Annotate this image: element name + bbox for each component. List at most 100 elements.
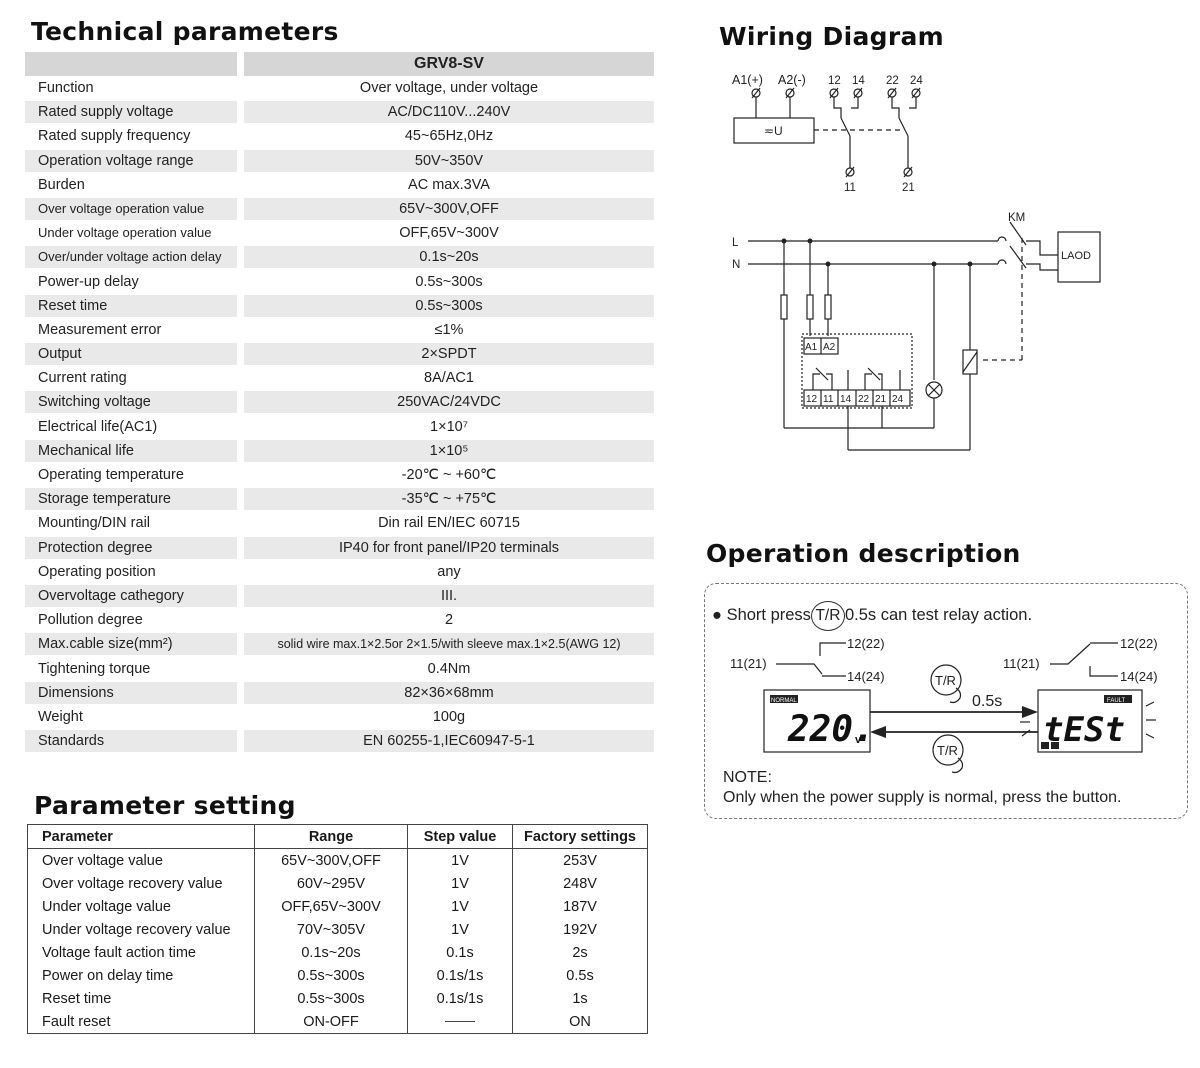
param-range: 0.5s~300s <box>254 964 408 987</box>
device-terminal-label: 12 <box>806 394 818 405</box>
left-label-12: 12(22) <box>847 636 885 651</box>
tech-row: Pollution degree 2 <box>25 608 654 632</box>
tech-row-key: Weight <box>38 708 83 725</box>
tech-row-key: Dimensions <box>25 681 237 704</box>
param-range: OFF,65V~300V <box>254 895 408 918</box>
right-label-11: 11(21) <box>1003 656 1040 671</box>
tech-row-value: 0.5s~300s <box>415 273 483 290</box>
label-load: LAOD <box>1061 250 1091 262</box>
param-range: 60V~295V <box>254 872 408 895</box>
tech-row-key: Protection degree <box>25 536 237 559</box>
label-a2b: A2 <box>823 342 836 353</box>
param-step <box>407 1010 513 1034</box>
tech-row-value: Over voltage, under voltage <box>359 80 539 96</box>
tech-row-value: 2 <box>444 612 454 629</box>
tr-button-inline[interactable]: T/R <box>810 601 845 631</box>
tr-button-2-label: T/R <box>937 743 958 758</box>
lcd-left <box>763 689 871 753</box>
label-11: 11 <box>844 182 856 194</box>
label-l: L <box>732 237 739 249</box>
tr-button-1[interactable] <box>930 664 962 696</box>
param-factory: 2s <box>512 941 648 964</box>
supply-symbol: ≂U <box>764 124 783 138</box>
tech-row: Tightening torque 0.4Nm <box>25 657 654 681</box>
header-parameter: Parameter <box>27 824 255 849</box>
param-name: Fault reset <box>27 1010 255 1034</box>
param-name: Under voltage recovery value <box>27 918 255 941</box>
params-header-row: Parameter Range Step value Factory setti… <box>27 824 648 849</box>
right-label-14: 14(24) <box>1120 669 1158 684</box>
bullet-post: 0.5s can test relay action. <box>844 606 1033 624</box>
param-step: 0.1s/1s <box>407 964 513 987</box>
left-label-11: 11(21) <box>730 656 767 671</box>
tech-row-key: Under voltage operation value <box>38 225 212 241</box>
tech-row-value: 50V~350V <box>244 149 654 172</box>
tech-row-value: 1×10⁵ <box>244 439 654 462</box>
tech-header: GRV8-SV <box>25 52 654 76</box>
hand-icon-2 <box>951 757 964 774</box>
tech-row: Measurement error≤1% <box>25 318 654 342</box>
param-name: Voltage fault action time <box>27 941 255 964</box>
tech-row: Storage temperature -35℃ ~ +75℃ <box>25 487 654 511</box>
tech-row-value: 2×SPDT <box>244 343 654 366</box>
param-step: 0.1s <box>407 941 513 964</box>
tech-row-value: solid wire max.1×2.5or 2×1.5/with sleeve… <box>244 633 654 656</box>
lcd-right <box>1037 689 1143 753</box>
tech-row-value: Din rail EN/IEC 60715 <box>378 515 520 532</box>
tech-row-value: AC/DC110V...240V <box>244 101 654 124</box>
tr-button-2[interactable] <box>932 734 964 766</box>
tech-row-value: -35℃ ~ +75℃ <box>244 488 654 511</box>
tech-row-value: 0.4Nm <box>427 660 471 677</box>
tech-row-key: Tightening torque <box>38 660 151 677</box>
tech-row-value: any <box>437 563 461 580</box>
tech-row-key: Over voltage operation value <box>25 197 237 220</box>
tech-row: Power-up delay 0.5s~300s <box>25 270 654 294</box>
param-range: ON-OFF <box>254 1010 408 1034</box>
label-a1b: A1 <box>805 342 818 353</box>
tech-row-value: -20℃ ~ +60℃ <box>401 467 497 483</box>
header-range: Range <box>254 824 408 849</box>
tech-row-value: 0.5s~300s <box>244 294 654 317</box>
param-step: 1V <box>407 895 513 918</box>
tech-row-key: Power-up delay <box>38 273 139 290</box>
params-table: Parameter Range Step value Factory setti… <box>27 824 648 1034</box>
param-range: 65V~300V,OFF <box>254 848 408 872</box>
tech-row-key: Output <box>25 343 237 366</box>
wiring-title: Wiring Diagram <box>719 22 944 51</box>
tech-row-key: Max.cable size(mm²) <box>25 633 237 656</box>
param-step: 1V <box>407 848 513 872</box>
header-factory: Factory settings <box>512 824 648 849</box>
tech-row-value: 1×10⁷ <box>430 418 468 435</box>
tech-row-key: Pollution degree <box>38 612 143 629</box>
header-step: Step value <box>407 824 513 849</box>
lcd-fault-label: FAULT <box>1107 698 1126 704</box>
label-24: 24 <box>910 75 923 87</box>
tech-row: Electrical life(AC1)1×10⁷ <box>25 415 654 439</box>
param-name: Over voltage recovery value <box>27 872 255 895</box>
param-step: 0.1s/1s <box>407 987 513 1010</box>
tech-row-value: 100g <box>432 708 466 725</box>
tech-row-key: Storage temperature <box>25 488 237 511</box>
device-terminal-label: 14 <box>840 394 852 405</box>
param-step: 1V <box>407 918 513 941</box>
tech-row-value: 8A/AC1 <box>424 370 474 387</box>
tech-row-value: OFF,65V~300V <box>399 225 499 242</box>
note-text: Only when the power supply is normal, pr… <box>723 789 1122 806</box>
